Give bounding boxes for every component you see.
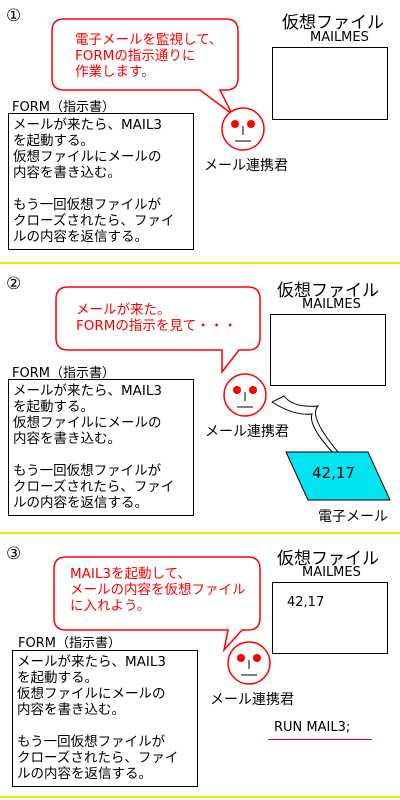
form-line: メールが来たら、MAIL3 <box>13 117 162 133</box>
form-box: メールが来たら、MAIL3 を起動する。 仮想ファイルにメールの 内容を書き込む… <box>8 113 194 250</box>
form-line: クローズされたら、ファイ <box>13 213 175 229</box>
character-face-icon <box>221 107 265 151</box>
bubble-line: FORMの指示を見て・・・ <box>76 318 237 334</box>
panel-separator <box>0 796 400 798</box>
form-line: 内容を書き込む。 <box>13 165 121 181</box>
virtual-file-box: 42,17 <box>272 582 388 654</box>
form-line: メールが来たら、MAIL3 <box>17 654 166 670</box>
character-face-icon <box>227 641 271 685</box>
form-title: FORM（指示書） <box>12 366 115 381</box>
form-line: を起動する。 <box>13 133 94 149</box>
email-icon <box>285 451 391 501</box>
form-box: メールが来たら、MAIL3 を起動する。 仮想ファイルにメールの 内容を書き込む… <box>12 650 198 787</box>
speech-bubble <box>51 18 239 115</box>
character-face-icon <box>223 373 267 417</box>
form-box: メールが来たら、MAIL3 を起動する。 仮想ファイルにメールの 内容を書き込む… <box>8 379 194 516</box>
panel-1: ① 電子メールを監視して、 FORMの指示通りに 作業します。 仮想ファイル M… <box>0 0 400 266</box>
bubble-line: メールが来た。 <box>76 302 171 318</box>
virtual-file-content: 42,17 <box>287 595 325 610</box>
bubble-line: MAIL3を起動して、 <box>70 566 191 582</box>
character-name: メール連携君 <box>205 424 289 440</box>
form-line: 内容を書き込む。 <box>13 431 121 447</box>
virtual-file-box <box>272 47 388 120</box>
form-line <box>17 718 193 734</box>
speech-bubble <box>53 556 261 653</box>
form-line <box>13 447 189 463</box>
form-title: FORM（指示書） <box>18 636 121 651</box>
bubble-line: 作業します。 <box>75 64 155 80</box>
character-name: メール連携君 <box>210 692 294 708</box>
panel-3: ③ MAIL3を起動して、 メールの内容を仮想ファイル に入れよう。 仮想ファイ… <box>0 536 400 800</box>
bubble-line: 電子メールを監視して、 <box>75 32 223 48</box>
virtual-file-title: 仮想ファイル <box>277 549 379 569</box>
email-label: 電子メール <box>318 509 388 525</box>
form-line: ルの内容を返信する。 <box>13 495 148 511</box>
bubble-text: MAIL3を起動して、 メールの内容を仮想ファイル に入れよう。 <box>70 566 246 614</box>
email-content: 42,17 <box>312 464 355 482</box>
form-line: もう一回仮想ファイルが <box>13 197 162 213</box>
form-line: クローズされたら、ファイ <box>17 750 179 766</box>
mailmes-label: MAILMES <box>310 30 369 45</box>
mailmes-label: MAILMES <box>302 297 361 312</box>
bubble-text: メールが来た。 FORMの指示を見て・・・ <box>76 302 237 334</box>
form-line: ルの内容を返信する。 <box>13 229 148 245</box>
form-line: ルの内容を返信する。 <box>17 766 152 782</box>
form-line: 仮想ファイルにメールの <box>13 415 162 431</box>
form-line: 仮想ファイルにメールの <box>13 149 162 165</box>
form-title: FORM（指示書） <box>12 100 115 115</box>
bubble-line: FORMの指示通りに <box>75 48 196 64</box>
panel-separator <box>0 532 400 534</box>
form-line <box>13 181 189 197</box>
bubble-line: に入れよう。 <box>70 598 151 614</box>
mailmes-label: MAILMES <box>302 565 361 580</box>
form-line: 内容を書き込む。 <box>17 702 125 718</box>
form-line: メールが来たら、MAIL3 <box>13 383 162 399</box>
virtual-file-title: 仮想ファイル <box>282 13 384 33</box>
run-command-underline <box>268 739 372 740</box>
email-arrow-icon <box>270 395 339 455</box>
form-line: を起動する。 <box>17 670 98 686</box>
virtual-file-title: 仮想ファイル <box>277 281 379 301</box>
panel-number: ② <box>6 274 22 294</box>
form-line: もう一回仮想ファイルが <box>17 734 166 750</box>
run-command: RUN MAIL3; <box>274 720 351 735</box>
form-line: もう一回仮想ファイルが <box>13 463 162 479</box>
panel-separator <box>0 262 400 264</box>
form-line: を起動する。 <box>13 399 94 415</box>
form-line: 仮想ファイルにメールの <box>17 686 166 702</box>
virtual-file-box <box>270 314 386 386</box>
speech-bubble <box>55 286 261 375</box>
form-line: クローズされたら、ファイ <box>13 479 175 495</box>
panel-number: ③ <box>6 544 22 564</box>
character-name: メール連携君 <box>204 158 288 174</box>
bubble-text: 電子メールを監視して、 FORMの指示通りに 作業します。 <box>75 32 222 80</box>
bubble-line: メールの内容を仮想ファイル <box>70 582 246 598</box>
panel-2: ② メールが来た。 FORMの指示を見て・・・ 仮想ファイル MAILMES メ… <box>0 266 400 532</box>
panel-number: ① <box>6 6 22 26</box>
